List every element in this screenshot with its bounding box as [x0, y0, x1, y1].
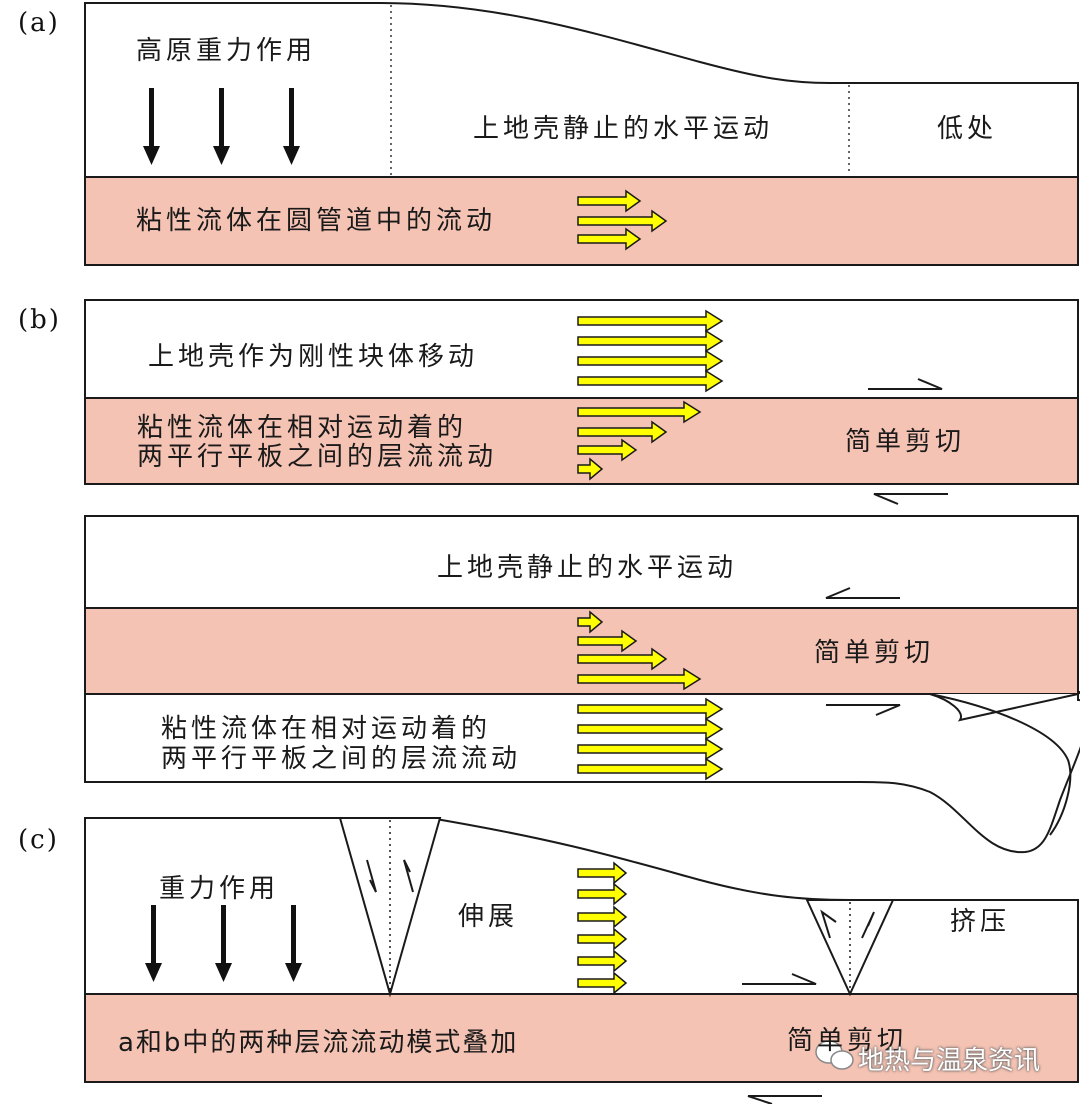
upper-crust-static-label-a: 上地壳静止的水平运动 [473, 114, 774, 144]
panel-b2-rigid-arrows [577, 697, 724, 781]
couette-label-line2: 两平行平板之间的层流流动 [137, 442, 498, 472]
panel-b-label: (b) [18, 305, 61, 335]
couette2-label-line1: 粘性流体在相对运动着的 [161, 714, 492, 744]
plateau-gravity-label: 高原重力作用 [136, 36, 317, 66]
rigid-block-label: 上地壳作为刚性块体移动 [148, 342, 479, 372]
panel-c-extension-wedge [338, 817, 442, 998]
panel-c-shear-arrows [742, 973, 822, 1104]
superposition-label: a和b中的两种层流流动模式叠加 [118, 1028, 519, 1058]
panel-c-flow-layer [84, 993, 1079, 1083]
panel-a-label: (a) [18, 8, 60, 38]
panel-b-rigid-arrows [577, 309, 724, 393]
couette-label-line1: 粘性流体在相对运动着的 [137, 413, 468, 443]
wechat-icon [815, 1040, 854, 1070]
panel-c-upper-crust [84, 817, 1079, 995]
panel-c-compression-wedge [805, 899, 895, 997]
simple-shear-label-1: 简单剪切 [845, 427, 966, 457]
panel-c [84, 817, 1079, 1104]
panel-a-gravity-arrows [143, 88, 300, 165]
panel-b-couette-arrows [577, 400, 702, 481]
panel-b-top [84, 299, 1079, 505]
watermark-text: 地热与温泉资讯 [858, 1046, 1041, 1076]
couette2-label-line2: 两平行平板之间的层流流动 [161, 744, 522, 774]
panel-c-gravity-arrows [145, 905, 302, 982]
panel-b2-couette-arrows [577, 610, 702, 691]
panel-b-shear-arrows [868, 378, 948, 505]
panel-b-bottom [84, 515, 1080, 854]
simple-shear-label-c: 简单剪切 [787, 1026, 908, 1056]
compression-label: 挤压 [950, 907, 1011, 937]
panel-c-flow-arrows [577, 861, 628, 995]
panel-a-upper-crust [84, 2, 1079, 178]
panel-b2-fold-outer [929, 693, 1072, 836]
panel-b-fold-curve [859, 516, 1080, 854]
panel-a [84, 2, 1079, 266]
extension-label: 伸展 [458, 902, 519, 932]
panel-b2-shear-arrows [825, 587, 901, 716]
panel-a-flow-arrows [577, 189, 668, 251]
panel-c-label: (c) [18, 825, 59, 855]
panel-b2-upper-crust [84, 515, 1079, 609]
simple-shear-label-2: 简单剪切 [814, 638, 935, 668]
upper-crust-static-label-b: 上地壳静止的水平运动 [437, 553, 738, 583]
gravity-label: 重力作用 [159, 874, 280, 904]
lowland-label: 低处 [937, 114, 998, 144]
channel-flow-label: 粘性流体在圆管道中的流动 [136, 206, 497, 236]
